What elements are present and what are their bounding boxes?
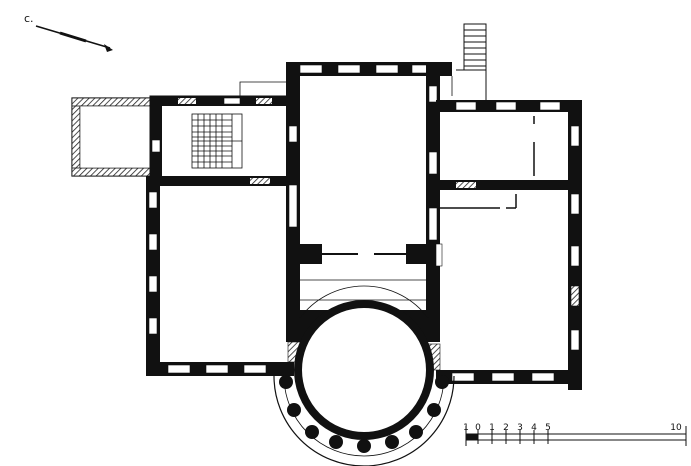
roof-lines: [239, 76, 453, 96]
central-hall: [286, 62, 452, 342]
right-lower-room: [427, 343, 582, 384]
north-arrow: c.: [24, 12, 113, 52]
scale-tick-label: 1: [463, 423, 469, 433]
stair-hall: [149, 95, 300, 186]
scale-tick-label: 10: [670, 423, 682, 433]
exterior-stair: [456, 23, 487, 100]
scale-bar: 1 0 1 2 3 4 5 10: [463, 423, 687, 446]
scale-tick-label: 3: [517, 423, 523, 433]
scale-tick-label: 4: [531, 423, 537, 433]
scale-tick-label: 2: [503, 423, 509, 433]
scale-tick-label: 0: [475, 423, 481, 433]
right-upper-room: [436, 100, 582, 390]
rotunda: [273, 285, 455, 466]
porch-annex: [71, 97, 151, 177]
north-arrow-label: c.: [24, 12, 34, 25]
left-room: [146, 176, 301, 376]
scale-tick-label: 1: [489, 423, 495, 433]
scale-tick-label: 5: [545, 423, 551, 433]
